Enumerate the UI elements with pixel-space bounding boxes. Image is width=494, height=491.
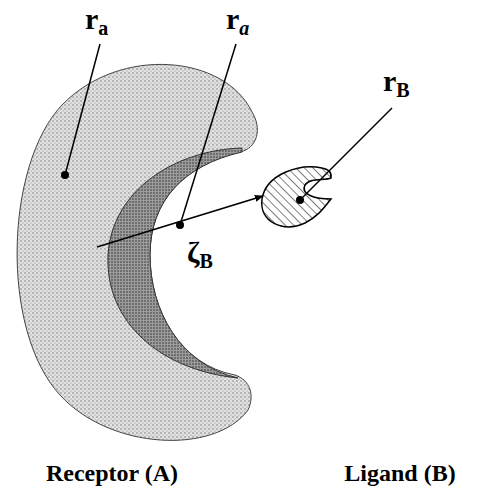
point-dot	[61, 171, 69, 179]
leader-line	[180, 44, 236, 225]
receptor-node: Receptor (A)	[0, 40, 265, 491]
vector-label: ζB	[187, 235, 213, 272]
leader-line	[65, 44, 100, 175]
position-vector-label: ra	[85, 2, 108, 39]
symbol-subscript: B	[396, 79, 409, 101]
ligand-node: Ligand (B)	[255, 160, 490, 491]
binding-site	[108, 148, 242, 378]
point-dot	[296, 196, 304, 204]
symbol-main: r	[383, 64, 396, 97]
symbol-subscript: a	[98, 17, 108, 39]
symbol-subscript: B	[199, 250, 212, 272]
node-heading: Receptor (A)	[46, 460, 178, 487]
separation-vector	[97, 196, 263, 247]
leader-line	[300, 108, 392, 200]
receptor-shape	[17, 64, 257, 440]
symbol-subscript: a	[239, 17, 249, 39]
symbol-main: ζ	[187, 235, 199, 268]
position-vector-label: rB	[383, 64, 410, 101]
ligand-shape	[262, 167, 331, 227]
symbol-main: r	[85, 2, 98, 35]
position-vector-label: ra	[226, 2, 249, 39]
node-heading: Ligand (B)	[344, 460, 455, 487]
symbol-main: r	[226, 2, 239, 35]
